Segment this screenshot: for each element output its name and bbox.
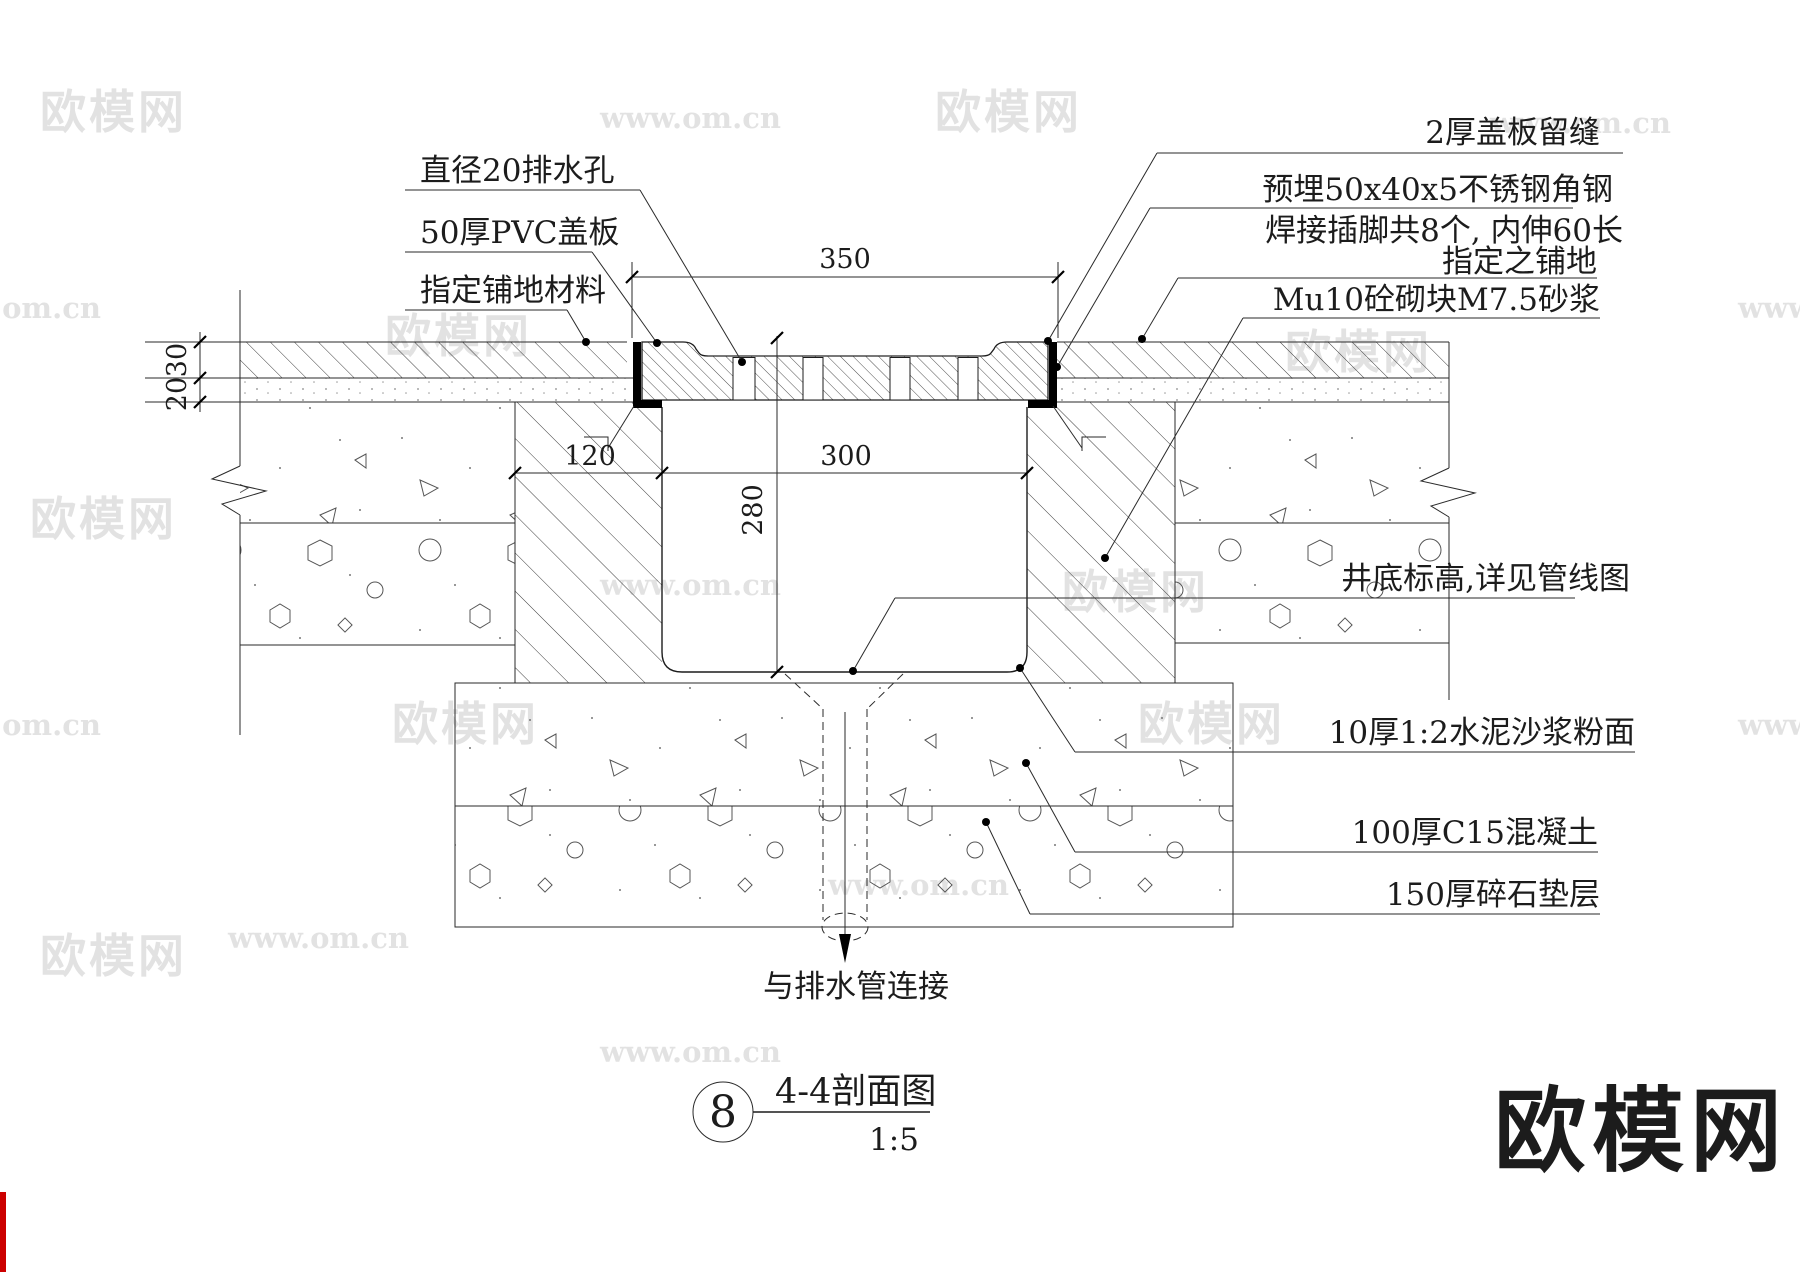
callout-embedded-angle: 预埋50x40x5不锈钢角钢 bbox=[1262, 172, 1613, 208]
channel-walls bbox=[514, 402, 1176, 683]
callout-specified-paving: 指定之铺地 bbox=[1442, 244, 1597, 280]
callout-welded-legs: 焊接插脚共8个, 内伸60长 bbox=[1265, 213, 1623, 249]
gravel-layer-left bbox=[240, 523, 515, 645]
watermark-site-name: 欧模网 bbox=[40, 85, 187, 139]
callout-well-bottom-level: 井底标高,详见管线图 bbox=[1341, 561, 1630, 597]
callout-cement-mortar-finish: 10厚1:2水泥沙浆粉面 bbox=[1329, 715, 1635, 751]
dim-paving-thickness: 30 bbox=[162, 343, 193, 377]
channel-wall-left bbox=[515, 402, 662, 683]
steel-angle-left bbox=[633, 342, 662, 408]
break-lines bbox=[210, 290, 1477, 735]
foundation-gravel-layer bbox=[455, 806, 1233, 927]
watermark-site-name: 欧模网 bbox=[30, 492, 177, 546]
cover-drain-slot bbox=[957, 357, 979, 401]
steel-angle-right bbox=[1028, 342, 1057, 408]
callout-block-mortar: Mu10砼砌块M7.5砂浆 bbox=[1273, 282, 1600, 318]
watermark-site-url: www.om.cn bbox=[1737, 708, 1800, 742]
site-logo: 欧模网 bbox=[1494, 1078, 1788, 1185]
watermark-site-url: www.om.cn bbox=[599, 101, 781, 135]
channel-wall-right bbox=[1027, 402, 1175, 683]
cover-drain-slot bbox=[732, 357, 756, 401]
watermark-site-url: www.om.cn bbox=[1737, 291, 1800, 325]
dim-channel-depth: 280 bbox=[738, 484, 769, 536]
watermark-site-url: www.om.cn bbox=[0, 291, 101, 325]
foundation-slab bbox=[454, 682, 1234, 928]
watermark-site-name: 欧模网 bbox=[935, 85, 1082, 139]
pvc-cover-plate bbox=[641, 341, 1049, 401]
callout-c15-concrete: 100厚C15混凝土 bbox=[1352, 815, 1598, 851]
ground-layers-left bbox=[240, 341, 633, 646]
steel-angles bbox=[633, 342, 1057, 408]
watermark-site-name: 欧模网 bbox=[40, 929, 187, 983]
cover-drain-slot bbox=[802, 357, 824, 401]
dim-mortar-thickness: 20 bbox=[162, 377, 193, 411]
gravel-layer-right bbox=[1175, 523, 1449, 643]
detail-scale: 1:5 bbox=[869, 1122, 919, 1158]
foundation-outline bbox=[454, 682, 1234, 928]
concrete-layer-right bbox=[1175, 402, 1449, 523]
edge-red-mark bbox=[0, 1192, 6, 1272]
detail-number: 8 bbox=[709, 1087, 737, 1138]
foundation-concrete-layer bbox=[455, 683, 1233, 806]
paving-layer-right bbox=[1057, 342, 1449, 378]
dim-opening-width: 350 bbox=[819, 244, 871, 275]
watermark-site-url: www.om.cn bbox=[0, 708, 101, 742]
callout-pvc-cover: 50厚PVC盖板 bbox=[420, 215, 619, 251]
callouts-left: 直径20排水孔 50厚PVC盖板 指定铺地材料 bbox=[405, 153, 746, 366]
cover-drain-slot bbox=[889, 357, 911, 401]
callout-drainpipe-connection: 与排水管连接 bbox=[763, 969, 949, 1005]
down-arrow-icon bbox=[839, 934, 851, 963]
pipe-centerline-arrow bbox=[839, 712, 851, 963]
ground-layers-right bbox=[1057, 341, 1449, 644]
callout-paving-material: 指定铺地材料 bbox=[420, 273, 606, 309]
watermark-site-url: www.om.cn bbox=[599, 1035, 781, 1069]
dimensions: 350 120 300 280 30 20 bbox=[145, 244, 1065, 679]
callouts-right: 2厚盖板留缝 预埋50x40x5不锈钢角钢 焊接插脚共8个, 内伸60长 指定之… bbox=[849, 115, 1635, 915]
dim-channel-width: 300 bbox=[820, 441, 872, 472]
callout-gravel-bedding: 150厚碎石垫层 bbox=[1386, 877, 1600, 913]
concrete-layer-left bbox=[240, 402, 515, 523]
cover-plate-profile bbox=[641, 341, 1049, 401]
watermark-site-url: www.om.cn bbox=[1489, 106, 1671, 140]
mortar-layer-left bbox=[240, 378, 633, 402]
dim-wall-width: 120 bbox=[564, 441, 616, 472]
callout-cover-gap: 2厚盖板留缝 bbox=[1425, 115, 1600, 151]
detail-name: 4-4剖面图 bbox=[775, 1072, 936, 1112]
watermark-site-url: www.om.cn bbox=[227, 921, 409, 955]
callout-drain-hole: 直径20排水孔 bbox=[420, 153, 614, 189]
mortar-layer-right bbox=[1057, 378, 1449, 402]
channel-inner-face bbox=[661, 407, 1028, 673]
title-block: 8 4-4剖面图 1:5 bbox=[692, 1072, 936, 1158]
welded-leg-brackets bbox=[584, 405, 1106, 451]
paving-layer-left bbox=[240, 342, 627, 378]
